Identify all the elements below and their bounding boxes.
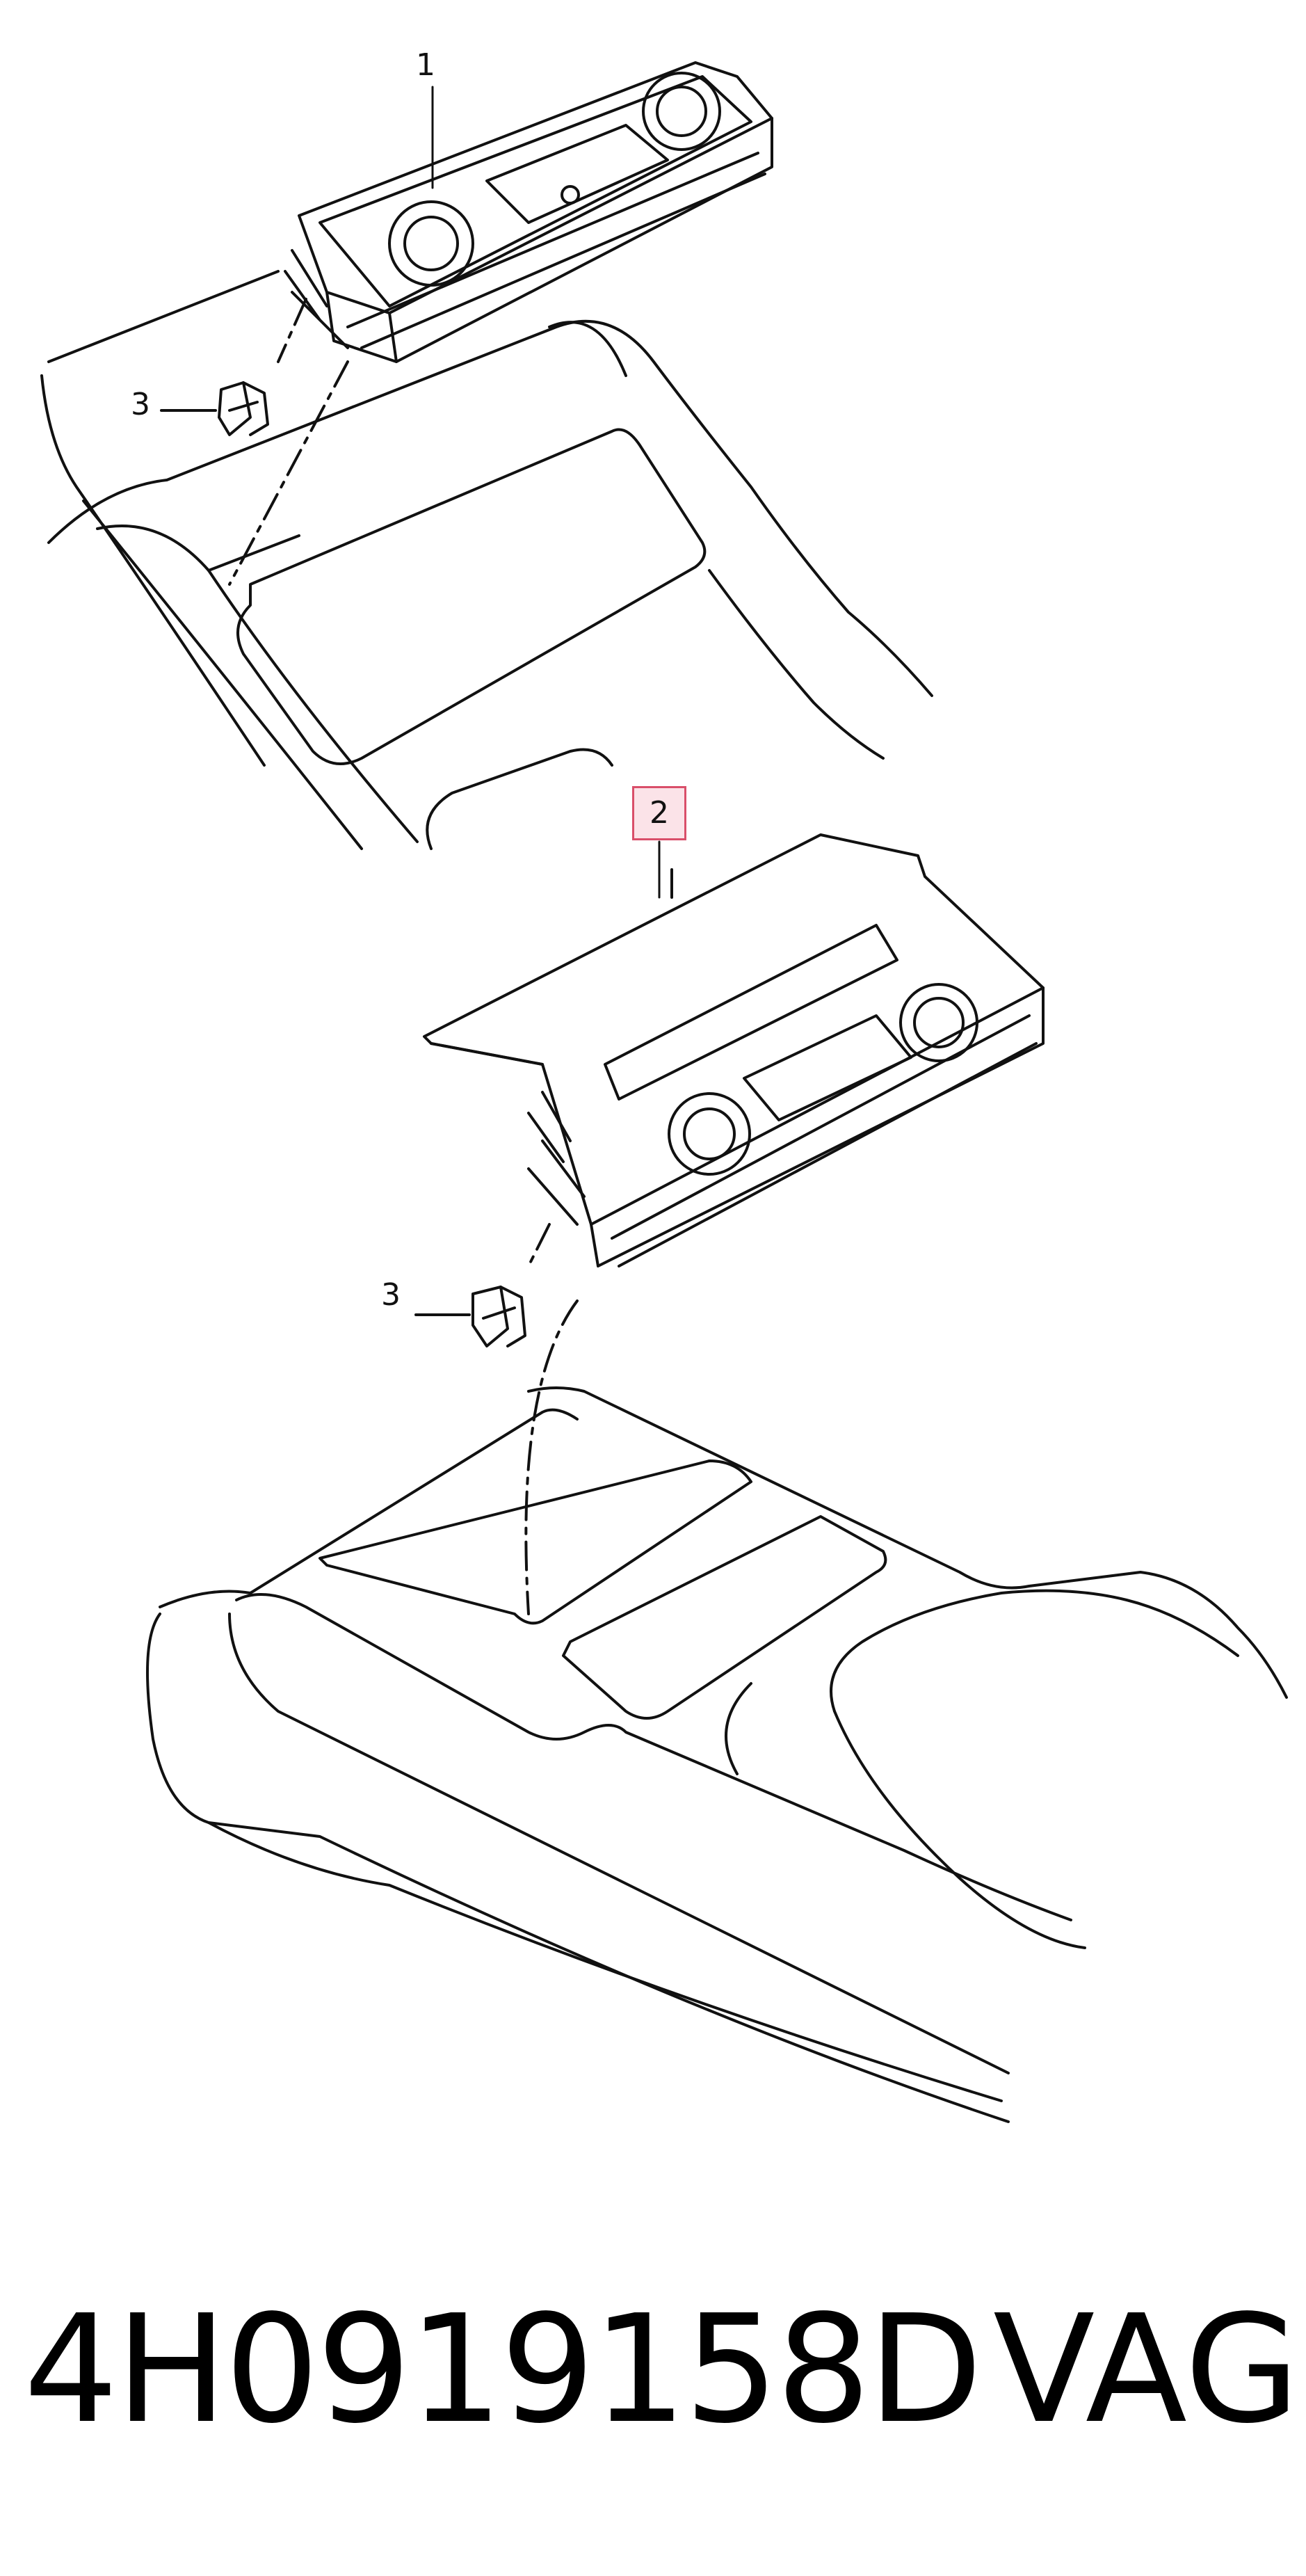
parts-diagram [40,61,1288,2123]
climate-control-unit-front [228,61,773,586]
callout-1: 1 [416,47,435,83]
callout-2: 2 [632,786,686,840]
clip-lower [414,1286,526,1347]
callout-3-lower: 3 [381,1277,401,1313]
callout-3-upper: 3 [131,387,150,422]
climate-control-unit-rear [423,833,1045,1615]
clip-upper [160,381,269,436]
brand-name: VAG [993,2283,1300,2456]
part-number: 4H0919158D [24,2283,983,2456]
rear-console [146,1386,1288,2123]
leader-lines [431,86,661,899]
footer-caption: 4H0919158D VAG [0,2296,1306,2456]
front-console [40,270,933,850]
